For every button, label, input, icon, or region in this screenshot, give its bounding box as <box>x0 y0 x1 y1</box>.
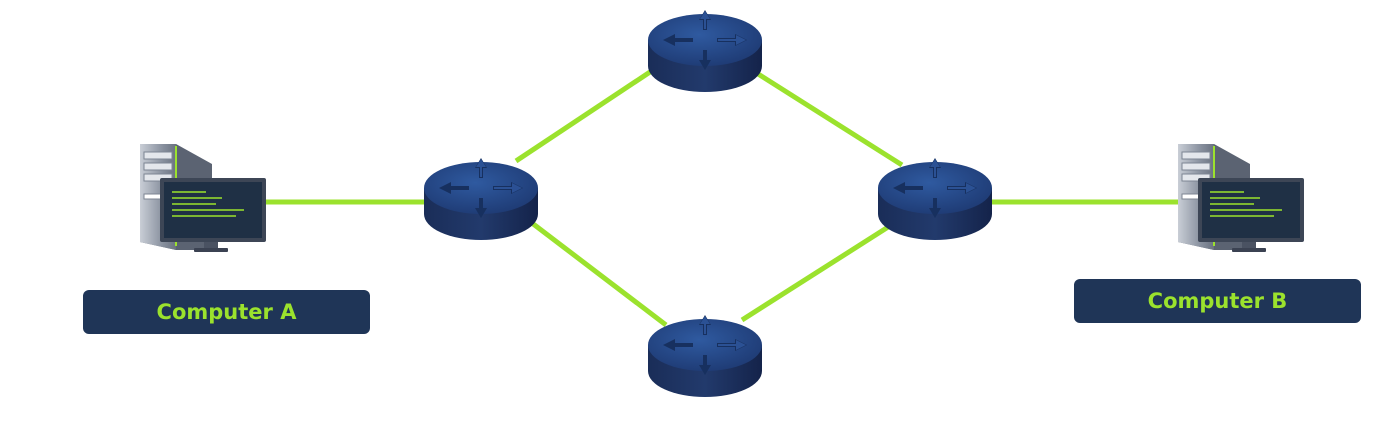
router-left <box>424 158 538 240</box>
router-bottom <box>648 315 762 397</box>
router-top <box>648 10 762 92</box>
computer-b-label: Computer B <box>1074 279 1361 323</box>
links-layer <box>262 65 1180 327</box>
router-right <box>878 158 992 240</box>
link-router-left-router-bottom <box>526 218 668 327</box>
computer-a-label: Computer A <box>83 290 370 334</box>
link-router-top-router-right <box>753 69 904 168</box>
link-router-bottom-router-right <box>740 219 898 323</box>
link-router-left-router-top <box>514 65 658 164</box>
computer-b-icon <box>1177 143 1305 253</box>
computer-a-icon <box>139 143 267 253</box>
